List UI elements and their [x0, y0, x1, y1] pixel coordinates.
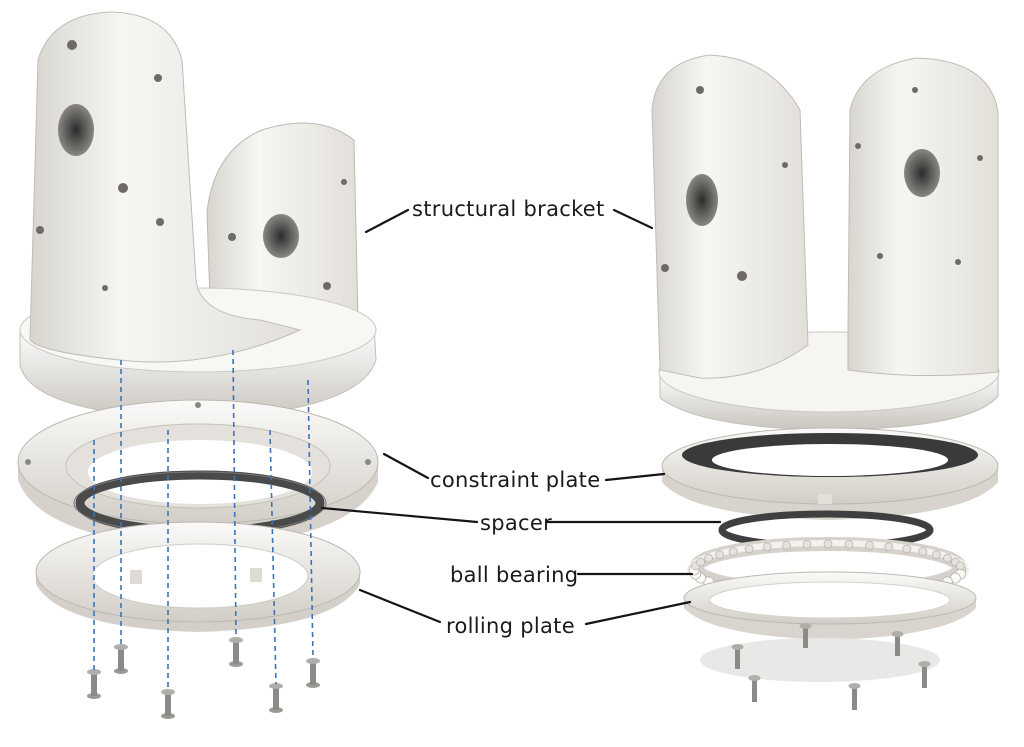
left-bracket-front-bore — [58, 104, 94, 156]
bearing-ball — [884, 542, 894, 552]
right-constraint-plate — [661, 427, 999, 520]
right-bracket-right-bore — [904, 149, 940, 197]
leader-spacer-left — [320, 506, 479, 524]
left-exploded-view — [17, 11, 379, 719]
bearing-ball — [932, 550, 941, 560]
label-rolling-plate: rolling plate — [446, 614, 575, 638]
leader-constraint-plate-right — [604, 472, 666, 482]
left-screws — [87, 637, 320, 719]
bearing-ball — [943, 553, 952, 563]
label-ball-bearing: ball bearing — [450, 563, 578, 587]
screw — [891, 631, 904, 656]
screw — [306, 658, 320, 688]
leader-rolling-plate-right — [584, 600, 692, 626]
assembly-axes — [93, 349, 314, 690]
bearing-ball — [762, 542, 772, 552]
leader-constraint-plate-left — [382, 452, 430, 480]
bearing-ball — [844, 539, 854, 549]
leader-structural-bracket-left — [364, 208, 410, 234]
screw — [229, 637, 243, 667]
screw — [848, 683, 861, 710]
left-structural-bracket — [19, 11, 377, 421]
screw — [799, 623, 812, 648]
bearing-ball — [696, 557, 705, 567]
right-screws — [731, 623, 931, 710]
screw — [269, 683, 283, 713]
bearing-ball — [918, 547, 928, 556]
label-structural-bracket: structural bracket — [412, 197, 605, 221]
bearing-ball — [865, 540, 874, 550]
leader-structural-bracket-right — [612, 208, 654, 230]
screw — [161, 689, 175, 719]
screw — [87, 669, 101, 699]
left-bracket-back-bore — [263, 214, 299, 258]
right-structural-bracket — [651, 54, 1000, 431]
screw — [748, 675, 761, 702]
bearing-ball — [782, 540, 791, 550]
bearing-ball — [704, 553, 713, 563]
bearing-ball — [744, 544, 754, 554]
bearing-ball — [802, 539, 812, 549]
right-rolling-plate — [683, 571, 977, 682]
part-labels: structural bracket constraint plate spac… — [412, 197, 605, 638]
screw — [114, 644, 128, 674]
label-spacer: spacer — [480, 511, 552, 535]
bearing-ball — [715, 550, 724, 560]
label-constraint-plate: constraint plate — [430, 468, 600, 492]
screw — [731, 644, 744, 669]
screw — [918, 661, 931, 688]
bearing-ball — [823, 539, 833, 549]
bearing-ball — [728, 547, 738, 556]
right-exploded-view — [651, 54, 1000, 710]
leader-lines — [320, 208, 722, 626]
left-rolling-plate — [35, 521, 361, 632]
bearing-ball — [902, 544, 912, 554]
bearing-ball — [956, 561, 965, 571]
right-bracket-left-bore — [686, 174, 718, 226]
leader-rolling-plate-left — [358, 588, 442, 624]
